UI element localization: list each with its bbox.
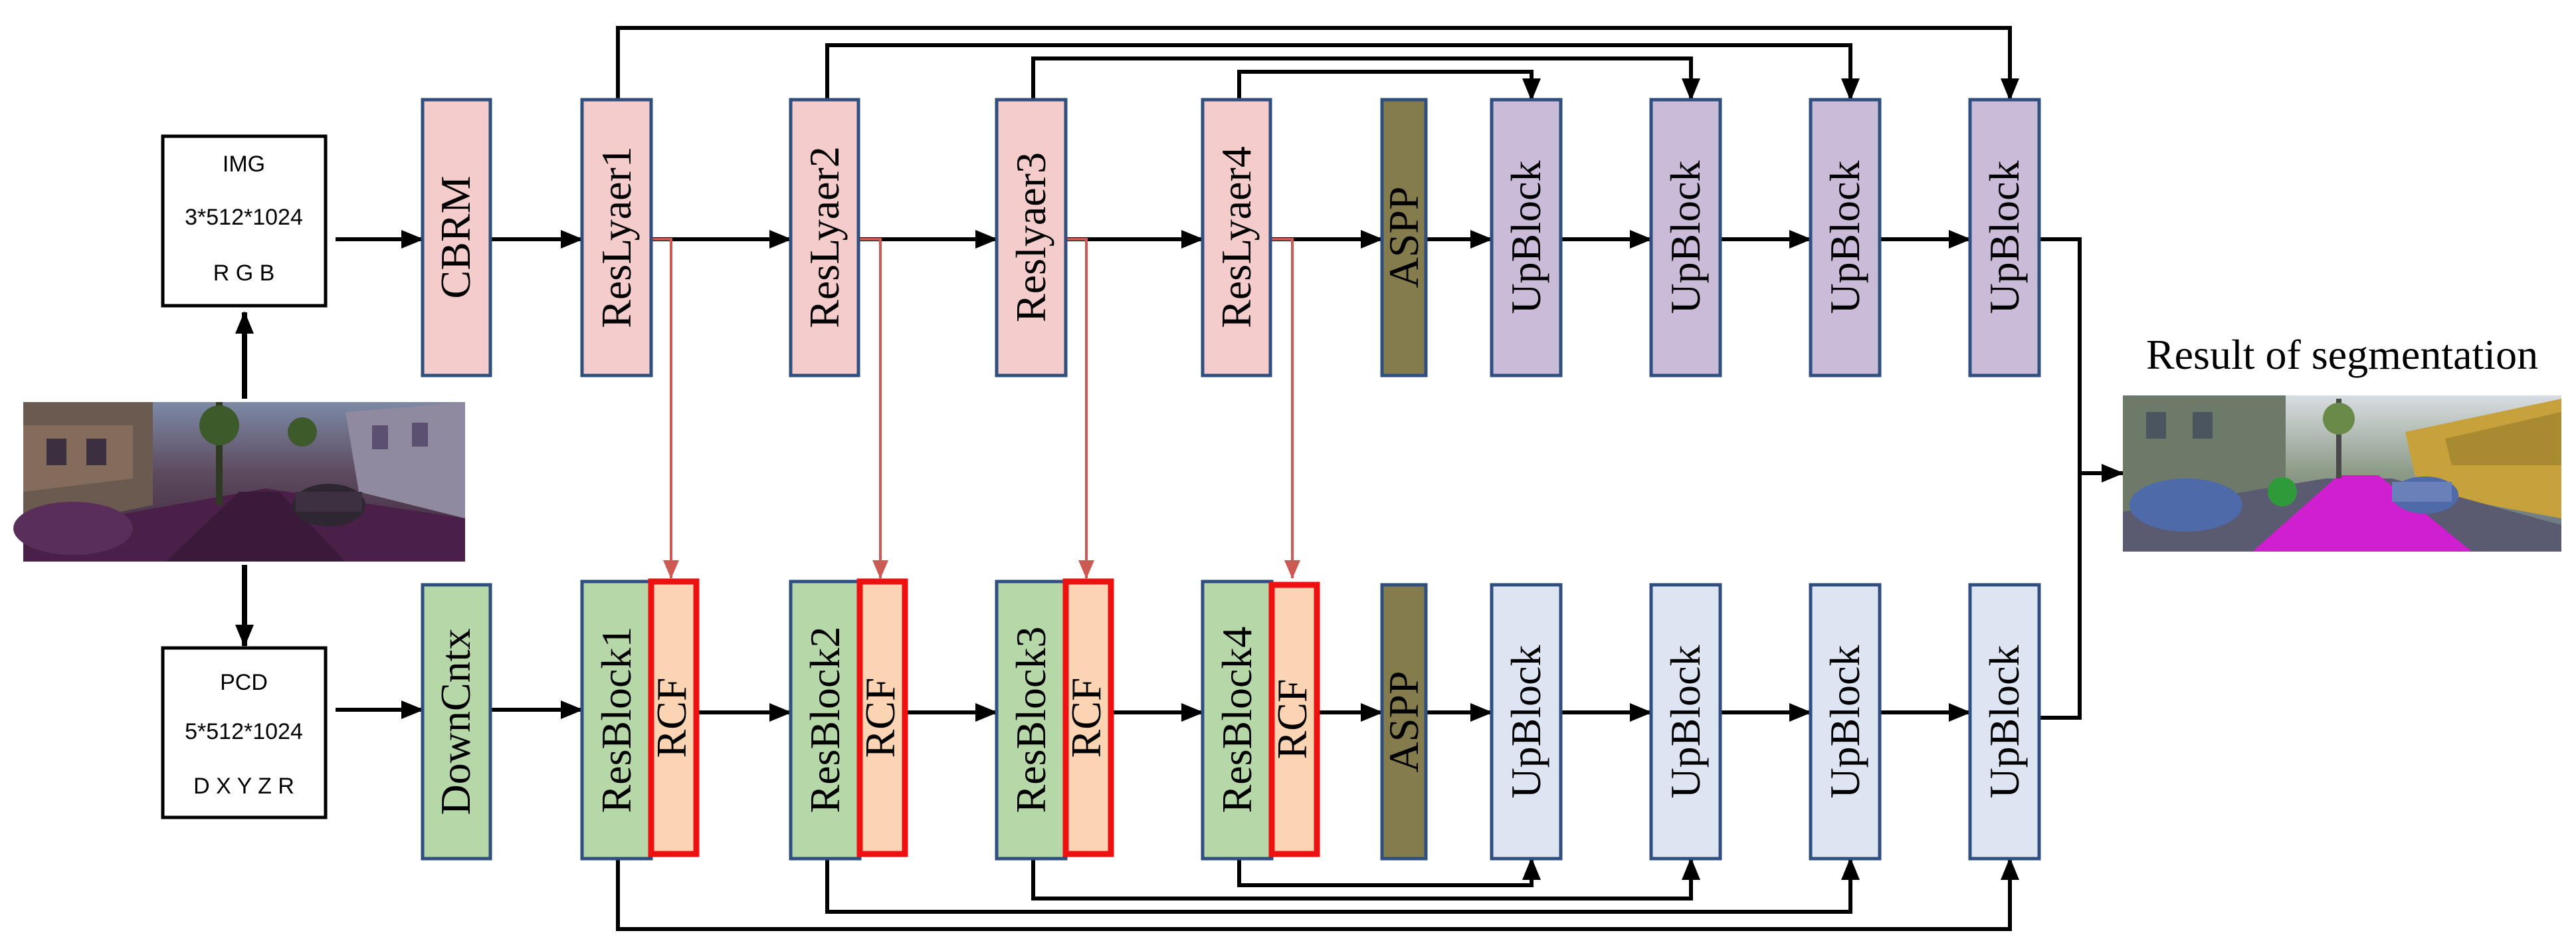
block-upblock-top-3: UpBlock: [1809, 98, 1882, 377]
svg-text:UpBlock: UpBlock: [1981, 160, 2028, 314]
svg-text:UpBlock: UpBlock: [1981, 645, 2028, 798]
img-shape: 3*512*1024: [185, 205, 303, 230]
svg-text:UpBlock: UpBlock: [1662, 160, 1709, 314]
svg-text:UpBlock: UpBlock: [1821, 645, 1868, 798]
rcf-fusion-3: RCF: [1062, 578, 1114, 857]
block-reslayer4: ResLyaer4: [1201, 98, 1272, 377]
svg-text:ASPP: ASPP: [1380, 187, 1427, 288]
segmentation-result-image: [2123, 395, 2561, 552]
block-resblock4: ResBlock4: [1201, 580, 1274, 861]
svg-text:ResBlock1: ResBlock1: [593, 627, 640, 813]
block-upblock-top-1: UpBlock: [1490, 98, 1563, 377]
top-skip-connections: [616, 26, 2019, 101]
img-channels: R G B: [213, 261, 275, 286]
fusion-arrows: [651, 238, 1300, 579]
svg-text:ResLyaer4: ResLyaer4: [1213, 146, 1260, 328]
pcd-channels: D X Y Z R: [193, 774, 294, 799]
block-resblock3: ResBlock3: [995, 580, 1068, 861]
block-aspp-top: ASPP: [1380, 98, 1428, 377]
svg-text:RCF: RCF: [856, 678, 904, 758]
svg-text:ResLyaer1: ResLyaer1: [593, 146, 640, 328]
svg-text:Reslyaer3: Reslyaer3: [1007, 152, 1054, 322]
rcf-fusion-1: RCF: [648, 578, 700, 857]
svg-text:UpBlock: UpBlock: [1821, 160, 1868, 314]
input-street-image: [13, 402, 465, 562]
result-title: Result of segmentation: [2146, 331, 2538, 378]
block-reslayer3: Reslyaer3: [995, 98, 1068, 377]
block-cbrm: CBRM: [421, 98, 492, 377]
svg-text:ResBlock3: ResBlock3: [1007, 627, 1054, 813]
img-label: IMG: [223, 152, 265, 177]
point-branch-arrows: [336, 700, 1971, 722]
block-resblock1: ResBlock1: [580, 580, 653, 861]
block-upblock-bottom-2: UpBlock: [1649, 583, 1722, 861]
point-branch-blocks: DownCntx ResBlock1 RCF ResBlock2 RCF Res…: [421, 578, 2041, 861]
svg-text:UpBlock: UpBlock: [1502, 645, 1549, 798]
block-upblock-bottom-4: UpBlock: [1968, 583, 2041, 861]
svg-text:DownCntx: DownCntx: [432, 629, 479, 815]
pcd-shape: 5*512*1024: [185, 719, 303, 744]
block-upblock-bottom-3: UpBlock: [1809, 583, 1882, 861]
block-reslayer2: ResLyaer2: [789, 98, 860, 377]
svg-text:RCF: RCF: [648, 678, 695, 758]
pcd-label: PCD: [220, 670, 268, 695]
svg-text:CBRM: CBRM: [432, 176, 479, 299]
block-upblock-top-2: UpBlock: [1649, 98, 1722, 377]
rcf-fusion-4: RCF: [1268, 581, 1320, 857]
pcd-input-box: PCD 5*512*1024 D X Y Z R: [161, 646, 328, 819]
svg-text:RCF: RCF: [1268, 679, 1316, 760]
svg-text:ResBlock4: ResBlock4: [1213, 627, 1260, 813]
rcf-fusion-2: RCF: [856, 578, 908, 857]
bottom-skip-connections: [616, 857, 2019, 931]
img-input-box: IMG 3*512*1024 R G B: [161, 134, 328, 308]
block-upblock-bottom-1: UpBlock: [1490, 583, 1563, 861]
block-resblock2: ResBlock2: [789, 580, 862, 861]
svg-text:ResBlock2: ResBlock2: [801, 627, 848, 813]
merge-arrows: [2039, 237, 2124, 720]
block-aspp-bottom: ASPP: [1380, 583, 1428, 861]
block-upblock-top-4: UpBlock: [1968, 98, 2041, 377]
svg-text:UpBlock: UpBlock: [1662, 645, 1709, 798]
block-downcntx: DownCntx: [421, 583, 492, 861]
svg-text:RCF: RCF: [1062, 678, 1110, 758]
image-branch-blocks: CBRM ResLyaer1 ResLyaer2 Reslyaer3 ResLy…: [421, 98, 2041, 377]
svg-text:UpBlock: UpBlock: [1502, 160, 1549, 314]
svg-text:ResLyaer2: ResLyaer2: [801, 146, 848, 328]
svg-text:ASPP: ASPP: [1380, 671, 1427, 773]
block-reslayer1: ResLyaer1: [580, 98, 653, 377]
